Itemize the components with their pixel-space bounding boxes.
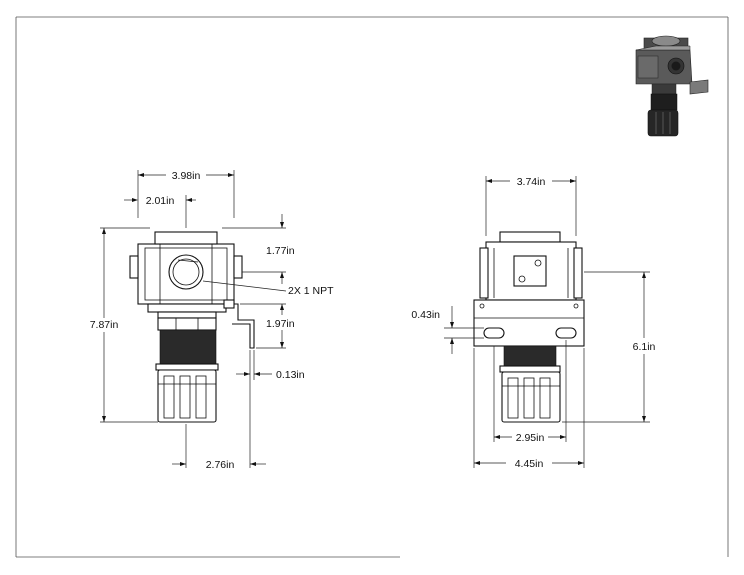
isometric-thumbnail [635,35,709,137]
dim-height-to-bracket: 6.1in [633,341,656,353]
front-view [129,231,255,423]
dim-ports: 2X 1 NPT [288,285,334,297]
side-view-dimensions: 3.74in 0.43in 6.1in 2.95in 4.45in [411,176,656,470]
dim-bracket-offset: 2.76in [206,459,235,471]
side-view [473,231,585,423]
dim-width-half: 2.01in [146,195,175,207]
dim-bracket-hole: 0.43in [411,309,440,321]
dim-body-height: 1.77in [266,245,295,257]
dim-slot-spacing: 2.95in [516,432,545,444]
dim-bracket-drop: 1.97in [266,318,295,330]
dim-height-overall: 7.87in [90,319,119,331]
dim-width-body: 3.74in [517,176,546,188]
front-view-dimensions: 3.98in 2.01in 7.87in 1.77in 2X 1 NPT [90,170,334,471]
sheet-frame [15,16,729,558]
dim-width-overall: 3.98in [172,170,201,182]
dim-bracket-width: 4.45in [515,458,544,470]
dim-bracket-thickness: 0.13in [276,369,305,381]
